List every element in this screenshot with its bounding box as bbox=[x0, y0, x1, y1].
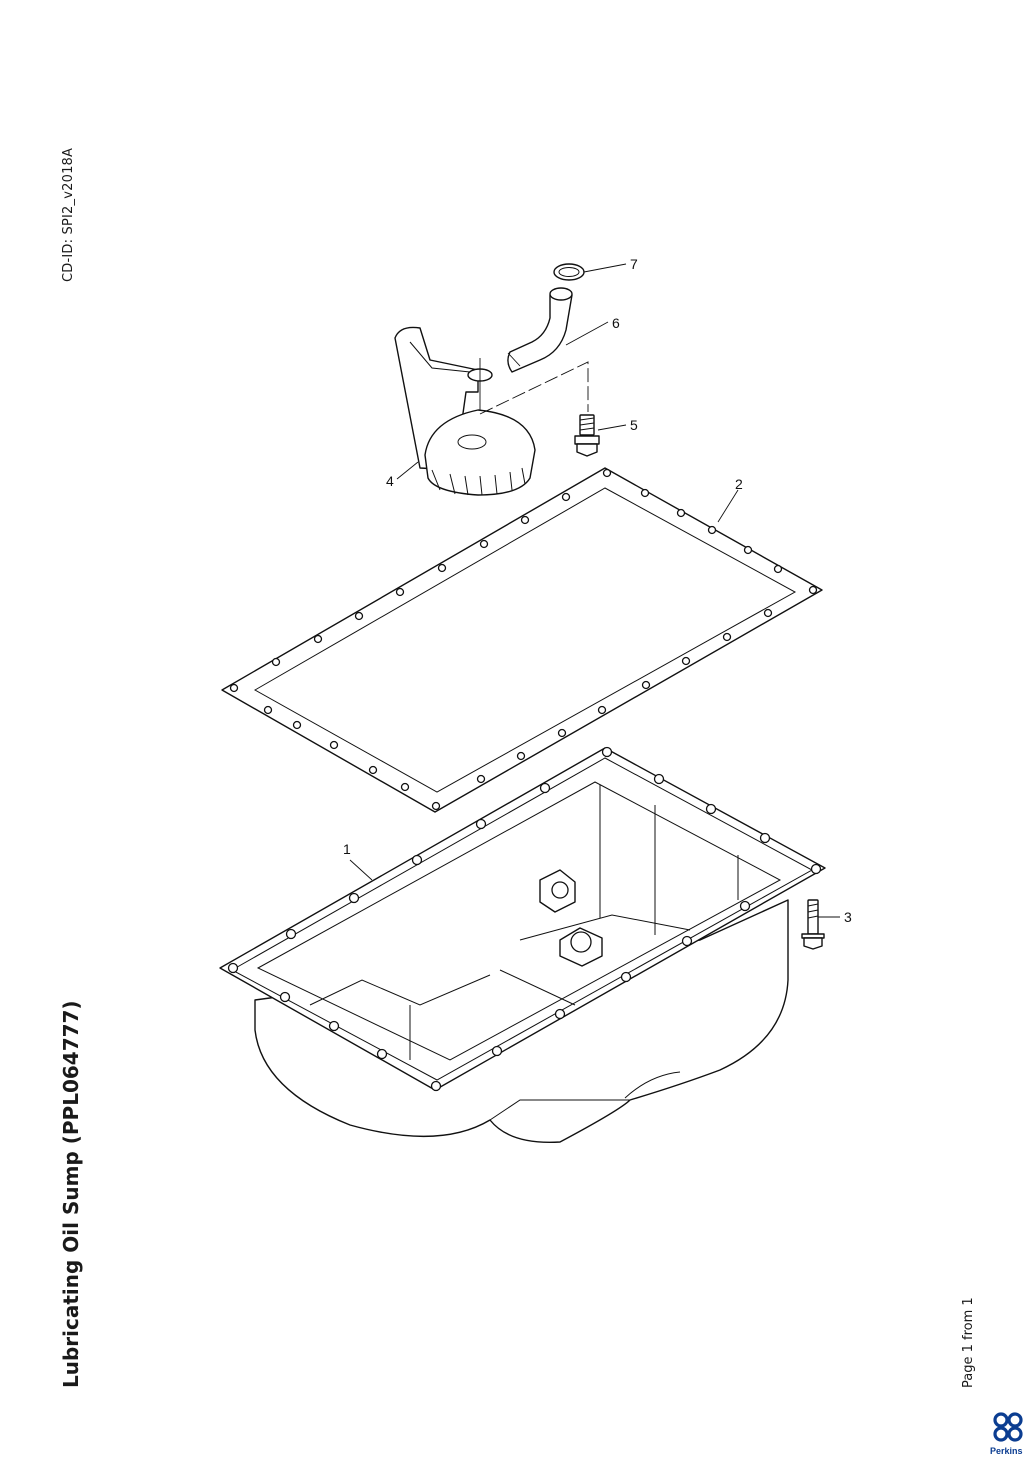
callout-5: 5 bbox=[630, 417, 638, 433]
perkins-logo-text: Perkins bbox=[990, 1446, 1023, 1456]
suction-pipe-stud bbox=[574, 414, 600, 457]
perkins-logo-icon: Perkins bbox=[990, 1412, 1023, 1456]
callout-3: 3 bbox=[844, 909, 852, 925]
suction-pipe bbox=[507, 287, 573, 373]
gasket-holes bbox=[229, 468, 818, 811]
perkins-logo-mark bbox=[993, 1412, 1023, 1442]
callout-2: 2 bbox=[735, 476, 743, 492]
callout-4: 4 bbox=[386, 473, 394, 489]
sump-gasket bbox=[221, 467, 823, 813]
sump-flange-holes bbox=[227, 746, 822, 1092]
sump-bolt bbox=[801, 899, 825, 950]
leader-lines bbox=[349, 263, 840, 918]
callout-6: 6 bbox=[612, 315, 620, 331]
suction-strainer bbox=[394, 326, 536, 496]
o-ring bbox=[553, 263, 585, 281]
callout-7: 7 bbox=[630, 256, 638, 272]
callout-1: 1 bbox=[343, 841, 351, 857]
oil-sump-pan bbox=[219, 746, 826, 1144]
